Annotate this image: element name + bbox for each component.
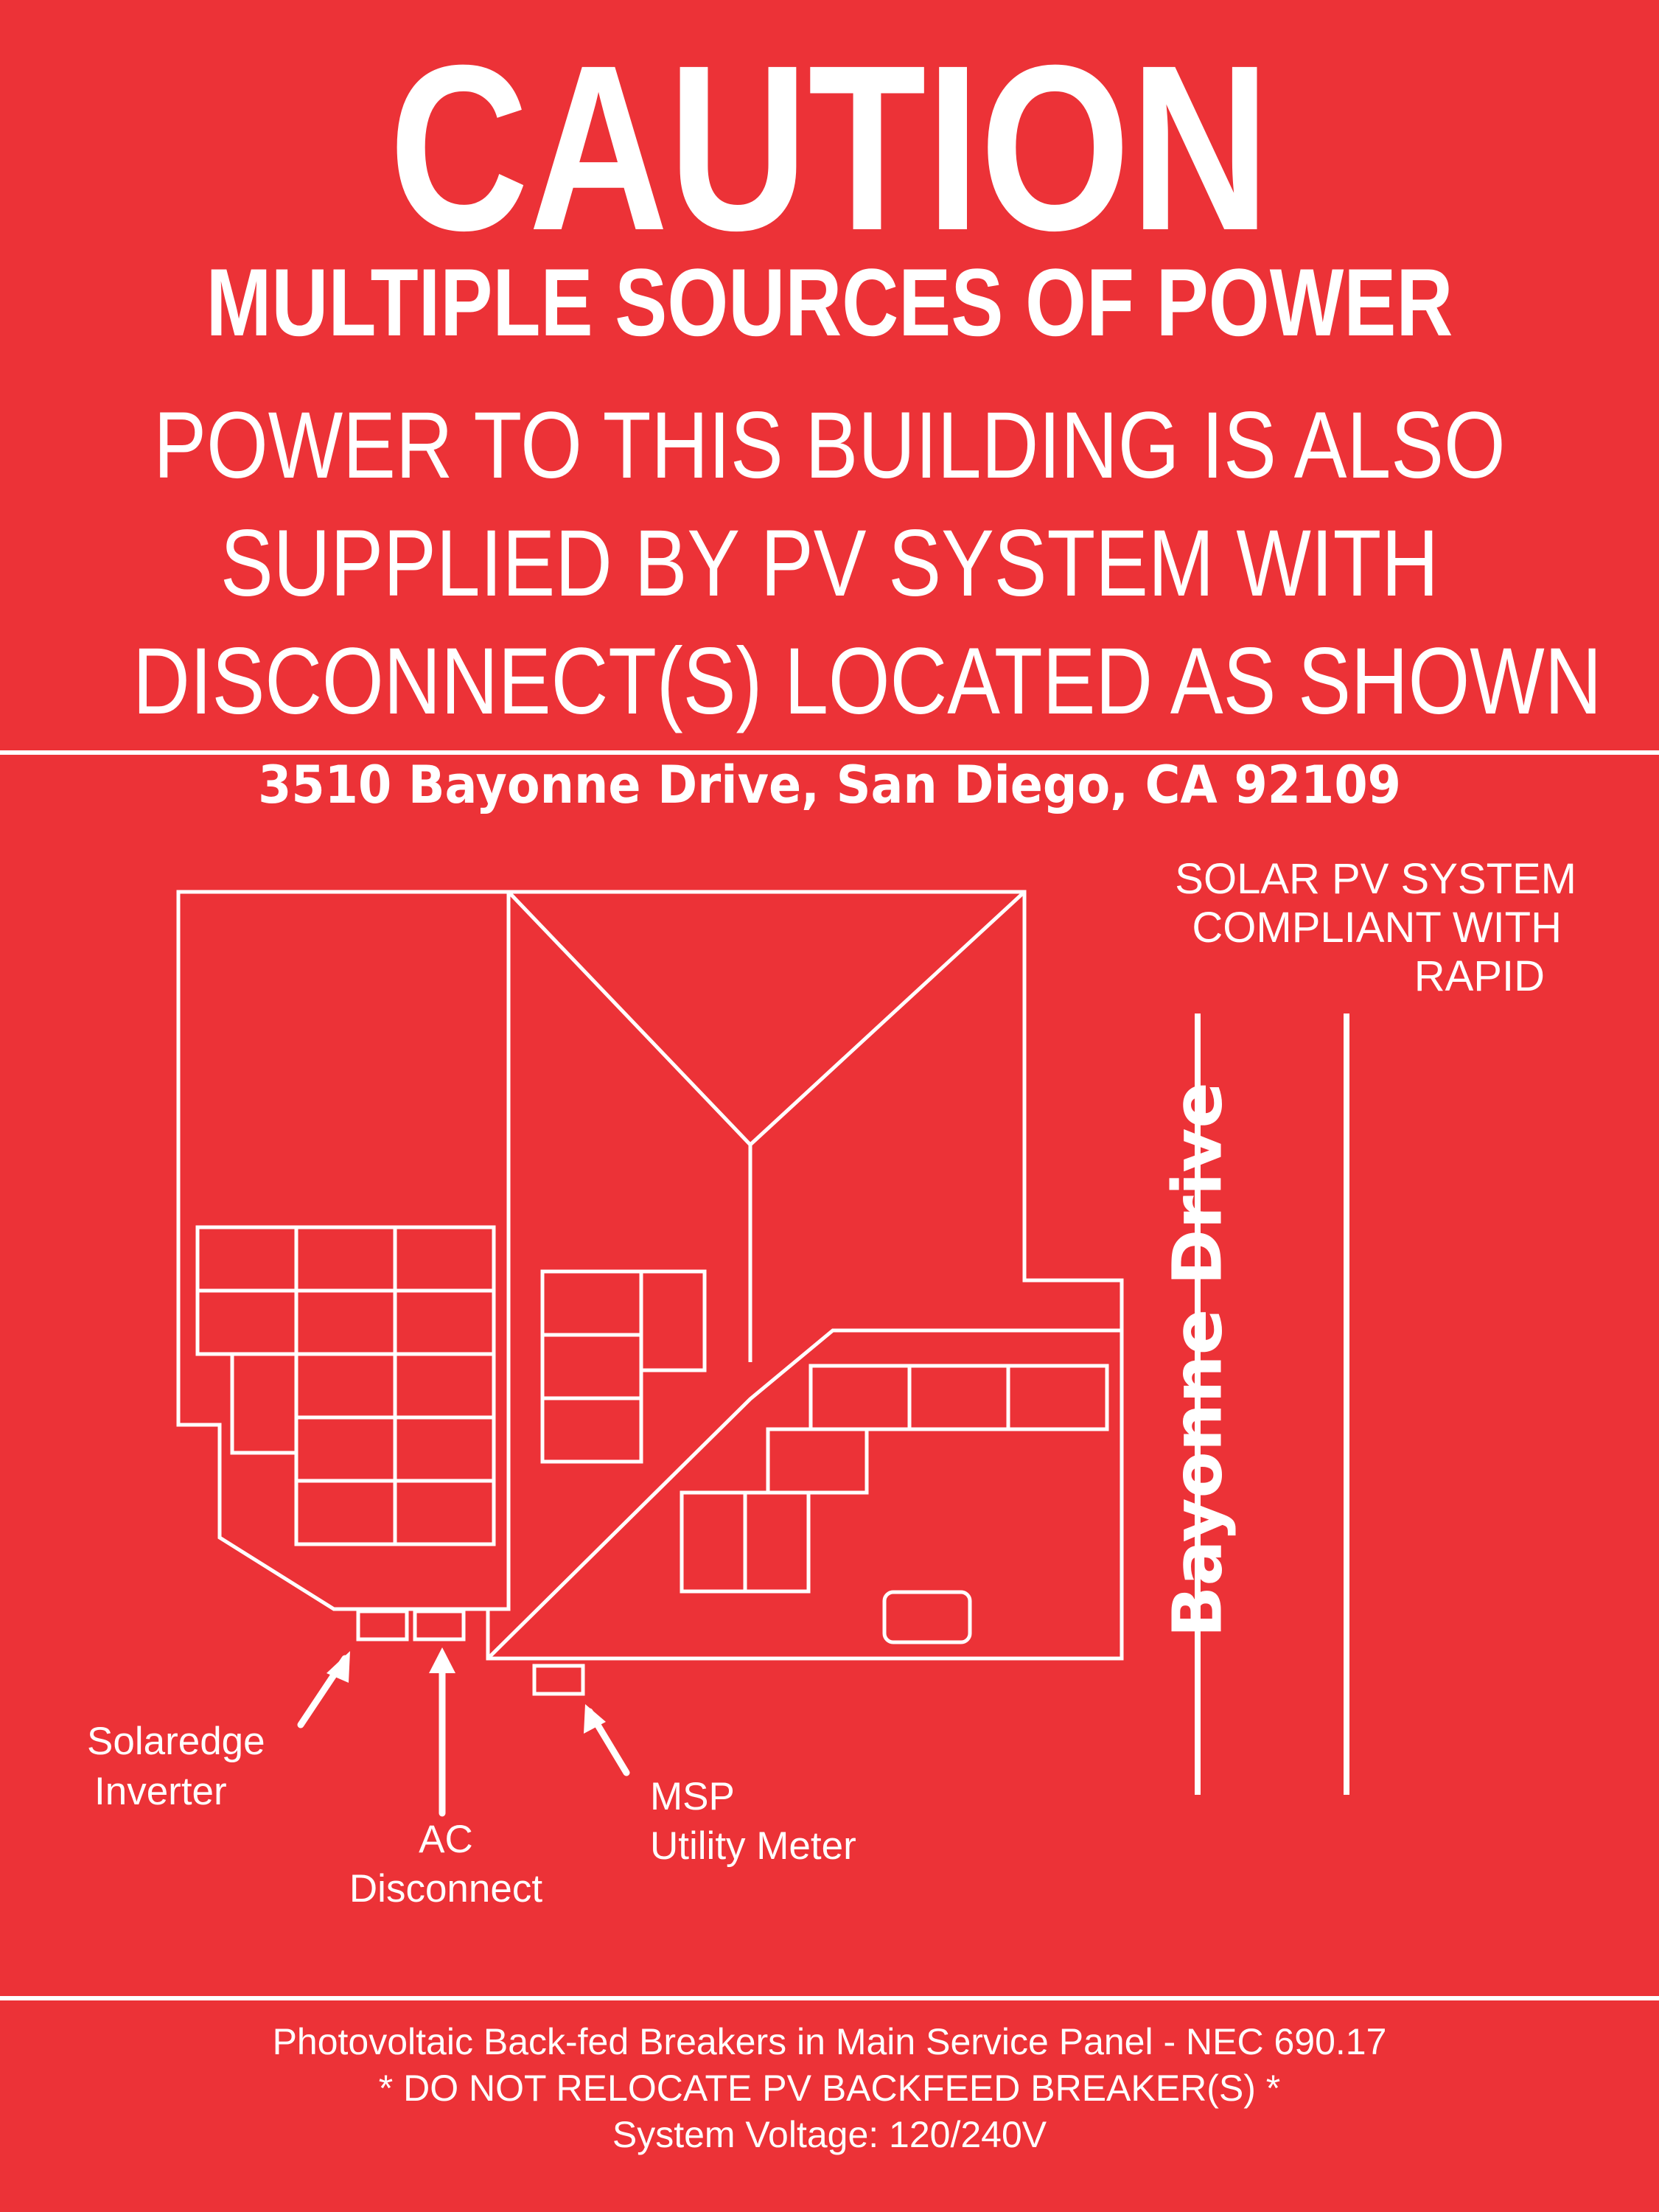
solar-panel xyxy=(195,1288,298,1356)
message-line-3: DISCONNECT(S) LOCATED AS SHOWN xyxy=(133,629,1602,734)
ac-disconnect-arrowhead xyxy=(429,1647,455,1673)
solar-panel xyxy=(808,1364,912,1431)
footer-line-2: * DO NOT RELOCATE PV BACKFEED BREAKER(S)… xyxy=(378,2068,1281,2109)
solar-panel xyxy=(766,1427,869,1495)
site-address: 3510 Bayonne Drive, San Diego, CA 92109 xyxy=(258,755,1401,815)
solar-panel xyxy=(294,1479,397,1546)
msp-label-line-1: MSP xyxy=(650,1775,735,1818)
solar-panel xyxy=(393,1288,496,1356)
inverter-box xyxy=(356,1609,409,1641)
message-line-2: SUPPLIED BY PV SYSTEM WITH xyxy=(220,511,1439,616)
solar-panel xyxy=(393,1415,496,1483)
solar-panel xyxy=(230,1352,298,1455)
msp-label-line-2: Utility Meter xyxy=(650,1824,856,1868)
rooftop-unit xyxy=(882,1590,972,1644)
solar-panel xyxy=(540,1269,643,1337)
ac-disconnect-label-line-1: AC xyxy=(419,1818,473,1861)
ac-disconnect-box xyxy=(413,1609,466,1641)
message-line-1: POWER TO THIS BUILDING IS ALSO xyxy=(153,393,1506,498)
solar-panel xyxy=(393,1479,496,1546)
solar-panel xyxy=(680,1490,747,1594)
house-roof-outline xyxy=(486,890,1124,1661)
compliance-line-2: COMPLIANT WITH xyxy=(1192,904,1562,952)
solar-panel xyxy=(294,1225,397,1293)
inverter-arrowhead xyxy=(326,1651,350,1683)
footer-line-3: System Voltage: 120/240V xyxy=(612,2114,1047,2155)
solar-panel xyxy=(393,1352,496,1420)
solar-panel xyxy=(294,1352,397,1420)
solar-panel xyxy=(294,1415,397,1483)
msp-meter-box xyxy=(532,1664,585,1696)
solar-array-left xyxy=(195,1225,496,1546)
solar-panel xyxy=(639,1269,707,1372)
top-divider xyxy=(0,750,1659,755)
solar-panel xyxy=(907,1364,1010,1431)
footer-line-1: Photovoltaic Back-fed Breakers in Main S… xyxy=(272,2021,1387,2062)
inverter-label-line-2: Inverter xyxy=(94,1770,227,1813)
solar-panel xyxy=(393,1225,496,1293)
ac-disconnect-label-line-2: Disconnect xyxy=(349,1867,543,1911)
solar-array-middle xyxy=(540,1269,707,1464)
solar-panel xyxy=(294,1288,397,1356)
inverter-label-line-1: Solaredge xyxy=(87,1720,265,1763)
compliance-line-3: RAPID xyxy=(1414,952,1545,1000)
left-building-outline xyxy=(176,890,511,1611)
msp-arrowhead xyxy=(584,1704,606,1734)
solar-panel xyxy=(743,1490,811,1594)
compliance-line-1: SOLAR PV SYSTEM xyxy=(1175,855,1576,903)
bottom-divider xyxy=(0,1996,1659,2000)
street-name-label: Bayonne Drive xyxy=(1158,1082,1237,1638)
sign-subheading: MULTIPLE SOURCES OF POWER xyxy=(206,248,1453,356)
solar-panel xyxy=(540,1333,643,1400)
roof-hip-line xyxy=(486,1328,1122,1660)
solar-panel xyxy=(540,1396,643,1464)
roof-ridge-lines xyxy=(507,890,1026,1362)
solar-panel xyxy=(1006,1364,1109,1431)
solar-array-right xyxy=(680,1364,1109,1594)
caution-heading: CAUTION xyxy=(388,15,1271,279)
solar-panel xyxy=(195,1225,298,1293)
